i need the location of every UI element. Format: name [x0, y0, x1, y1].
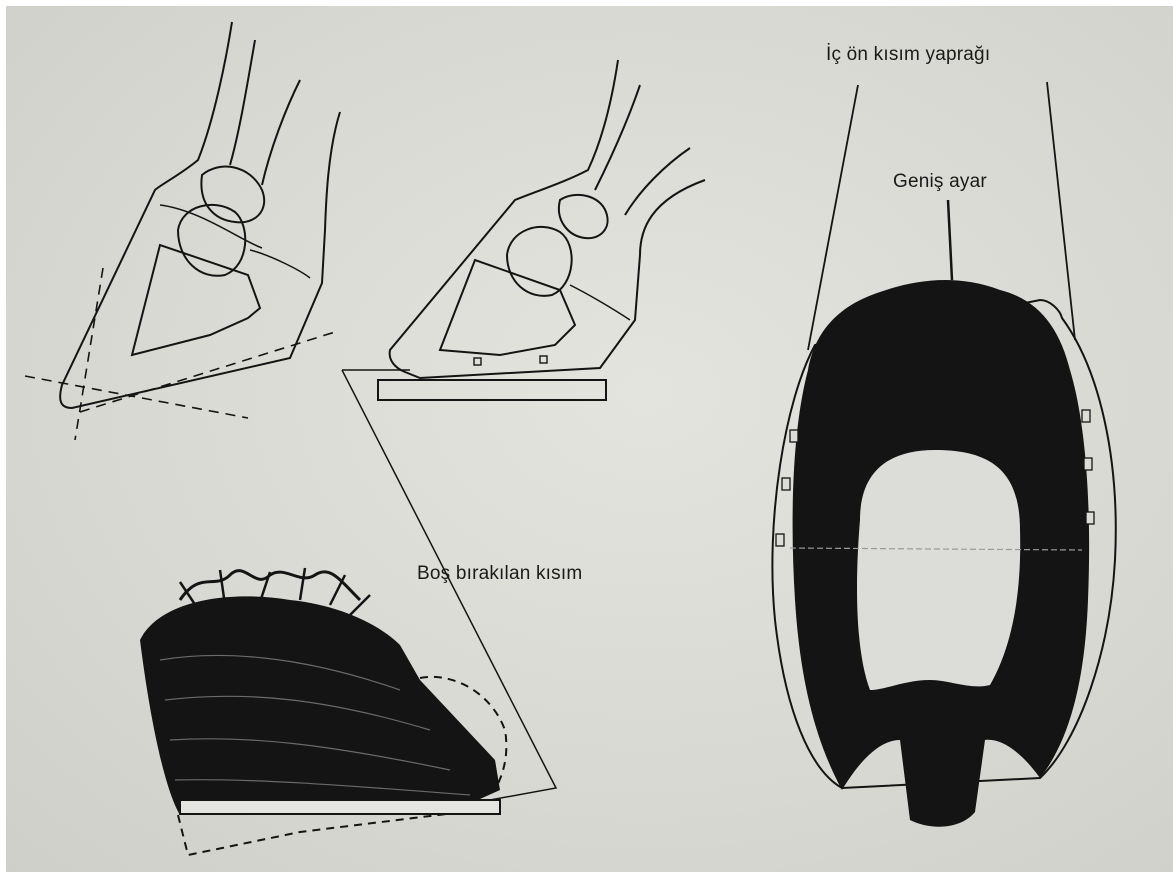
scan-border-left: [0, 0, 6, 872]
horseshoe-icon: [772, 82, 1115, 827]
wide-setting-label: Geniş ayar: [893, 171, 987, 193]
scan-border-top: [0, 0, 1173, 6]
inner-front-leaf-label: İç ön kısım yaprağı: [826, 44, 990, 66]
hoof-angle-icon: [25, 22, 340, 440]
hoof-side-icon: [140, 568, 506, 855]
left-empty-part-label: Boş bırakılan kısım: [417, 563, 582, 585]
